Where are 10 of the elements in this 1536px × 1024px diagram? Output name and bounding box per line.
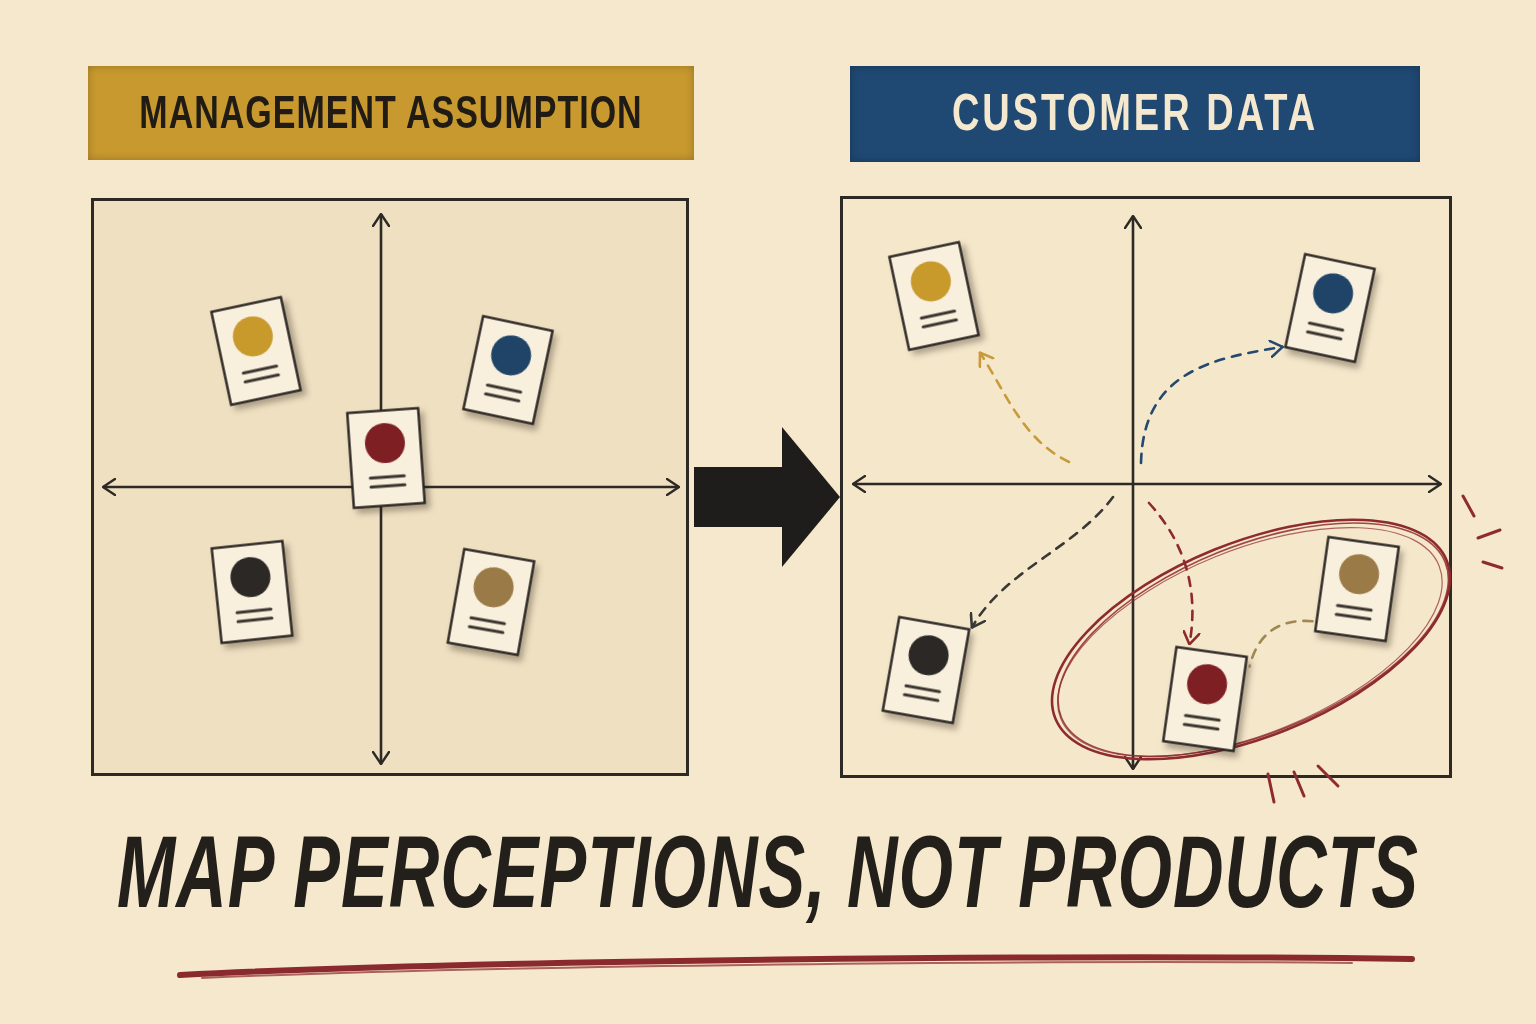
dashed-arrow: [970, 495, 1115, 629]
dashed-arrow: [978, 351, 1071, 464]
product-card: [345, 406, 427, 510]
heading-text: CUSTOMER DATA: [951, 84, 1319, 144]
heading-text: MANAGEMENT ASSUMPTION: [139, 86, 643, 140]
dashed-arrow: [1147, 501, 1201, 646]
dashed-line: [1248, 619, 1314, 669]
block-arrow: [694, 427, 840, 567]
caption-text: MAP PERCEPTIONS, NOT PRODUCTS: [116, 816, 1420, 929]
dashed-arrow: [1139, 339, 1284, 465]
